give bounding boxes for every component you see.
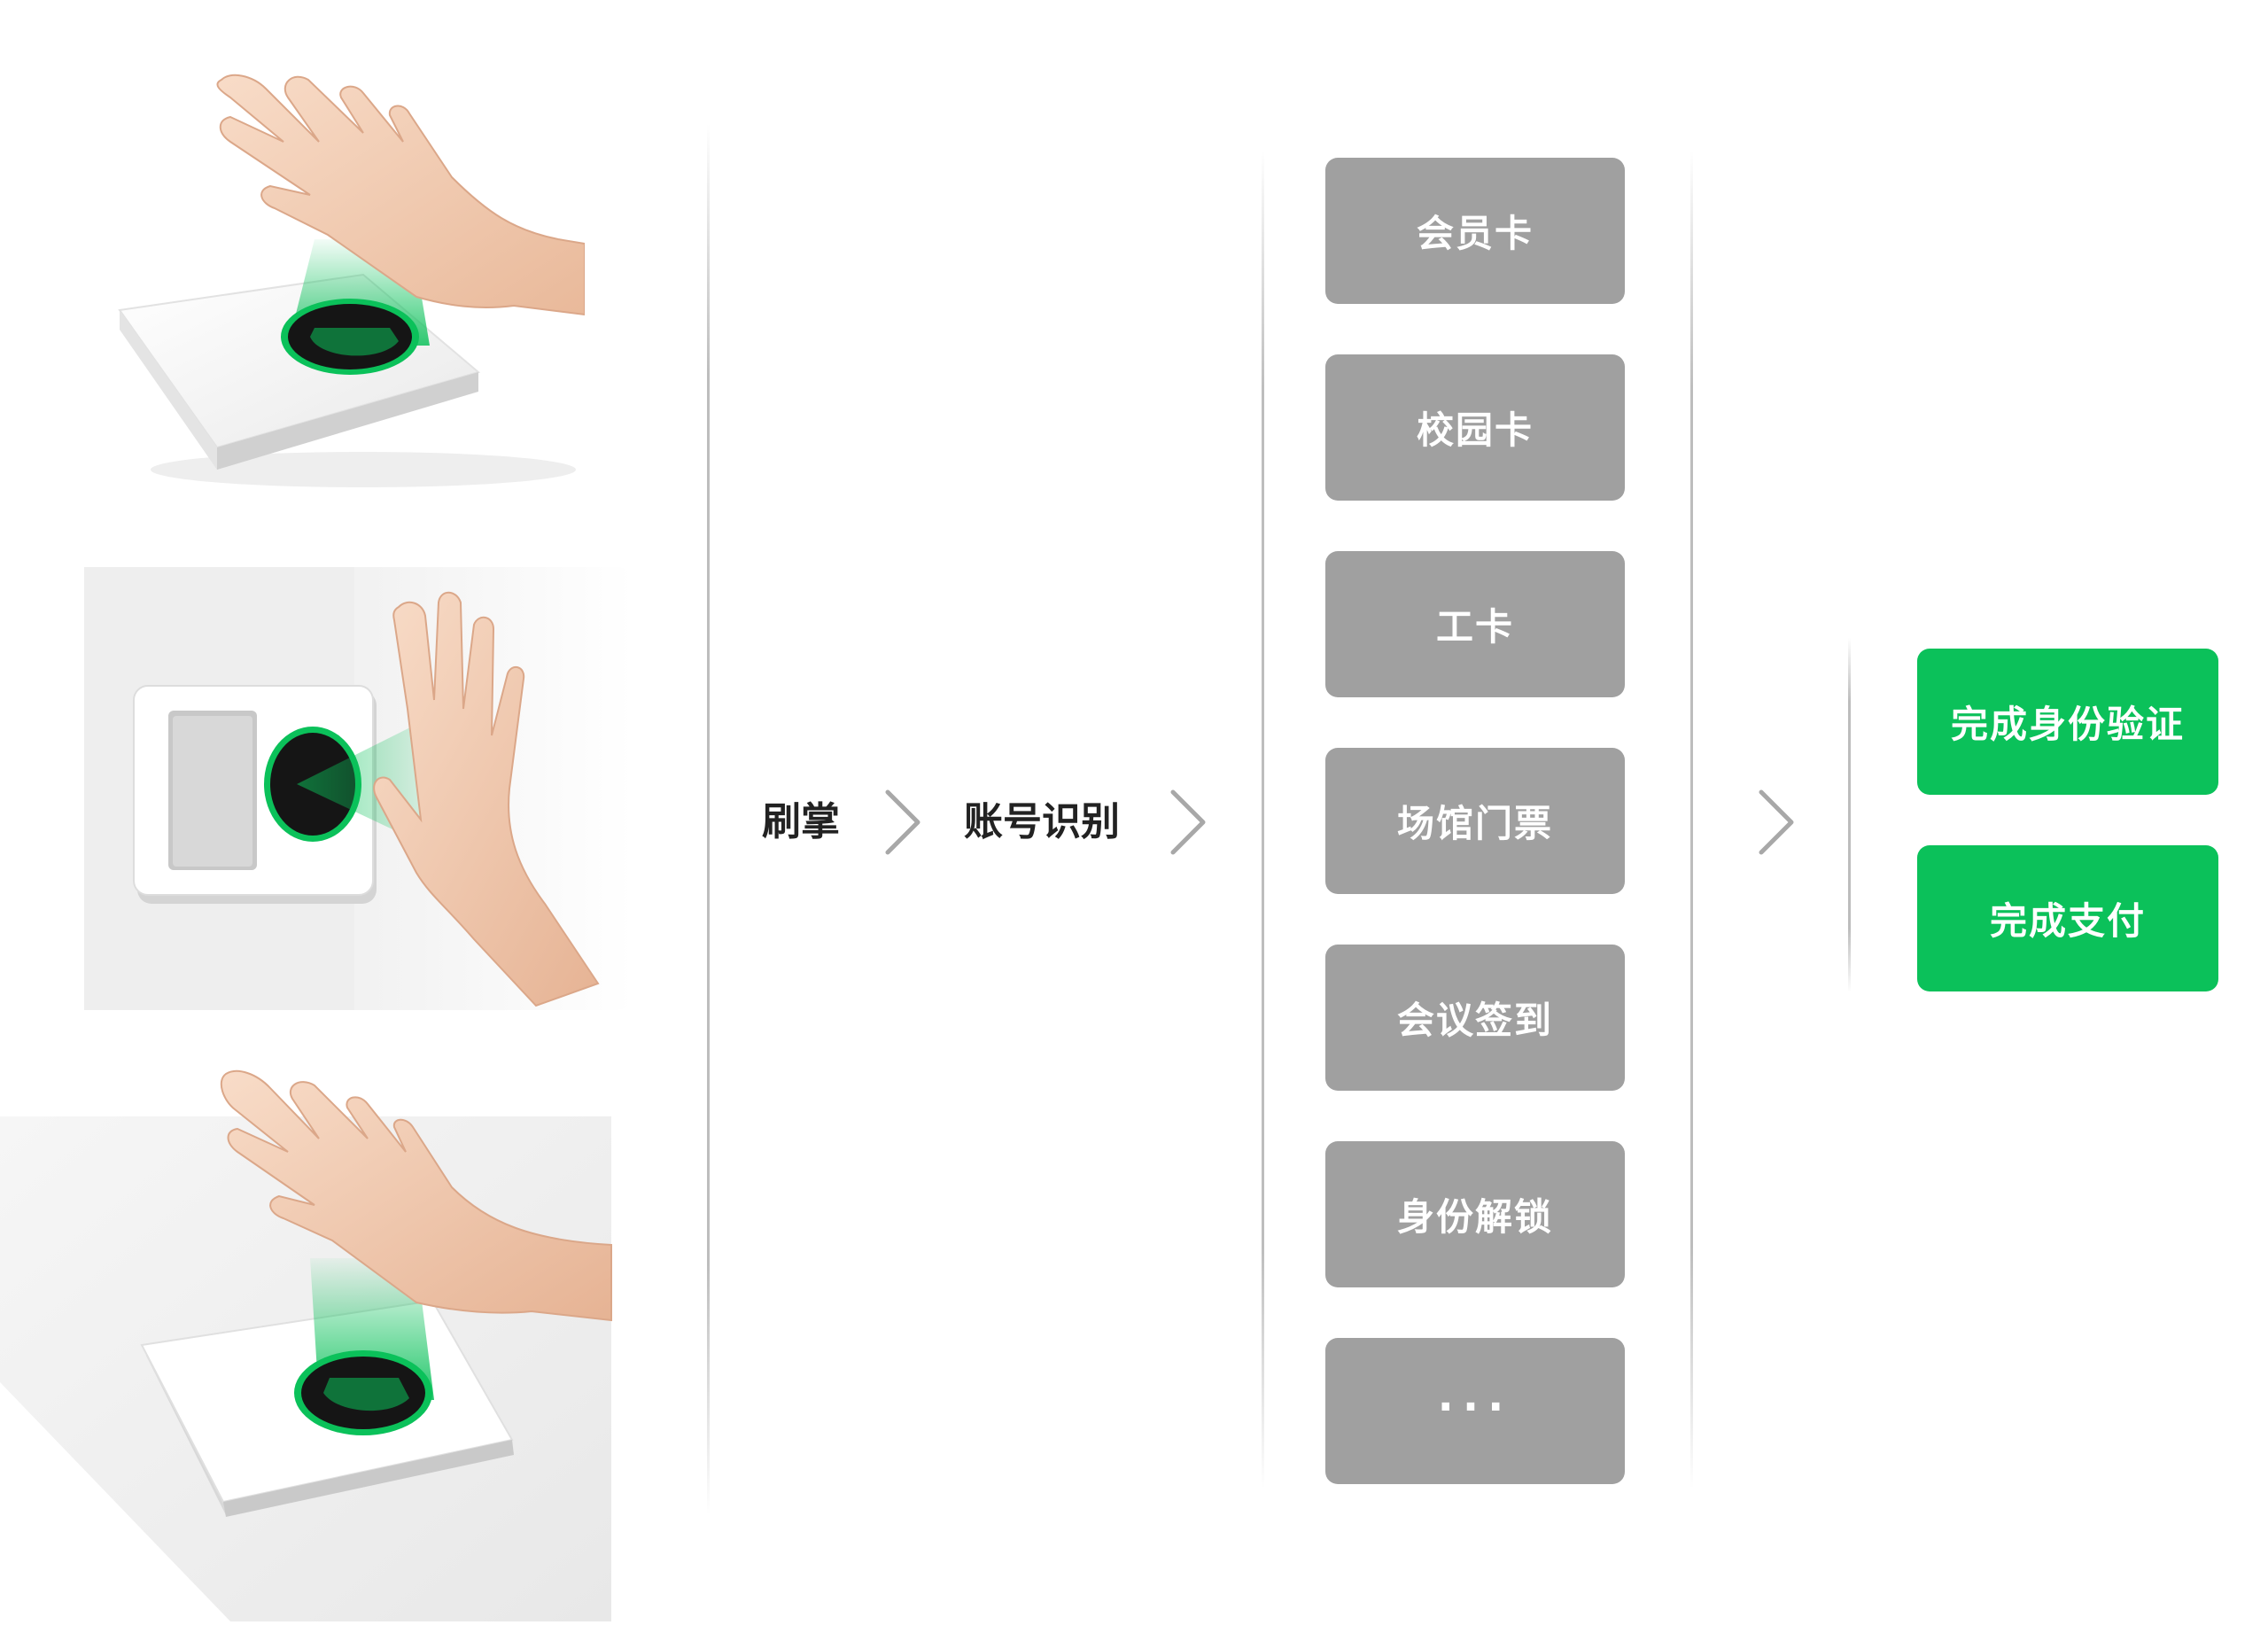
divider-line-3 — [1690, 151, 1693, 1489]
scenario-card-meeting-checkin: 会议签到 — [1325, 945, 1625, 1091]
scenario-card-work-badge: 工卡 — [1325, 551, 1625, 697]
scenario-card-membership: 会员卡 — [1325, 158, 1625, 304]
flow-step-palm-swipe: 刷掌 — [762, 799, 840, 844]
divider-line-1 — [707, 124, 710, 1515]
divider-line-4 — [1848, 638, 1851, 992]
device-illustrations — [0, 0, 638, 1623]
palm-scanner-wall-illustration — [84, 567, 633, 1010]
scenario-card-identity-unlock: 身份解锁 — [1325, 1141, 1625, 1287]
chevron-right-icon — [1756, 787, 1798, 858]
result-identity-verified: 完成身份验证 — [1917, 649, 2218, 795]
chevron-right-icon — [882, 787, 925, 858]
chevron-right-icon — [1168, 787, 1210, 858]
scenario-card-more: ··· — [1325, 1338, 1625, 1484]
scenario-card-venue-ticket: 场馆门票 — [1325, 748, 1625, 894]
divider-line-2 — [1262, 151, 1264, 1489]
palm-scanner-flat-illustration — [0, 1063, 620, 1621]
scenario-card-campus: 校园卡 — [1325, 354, 1625, 501]
result-payment-complete: 完成支付 — [1917, 845, 2218, 991]
palm-scanner-desktop-illustration — [97, 44, 586, 505]
flow-step-account-recognition: 账号识别 — [964, 799, 1120, 844]
